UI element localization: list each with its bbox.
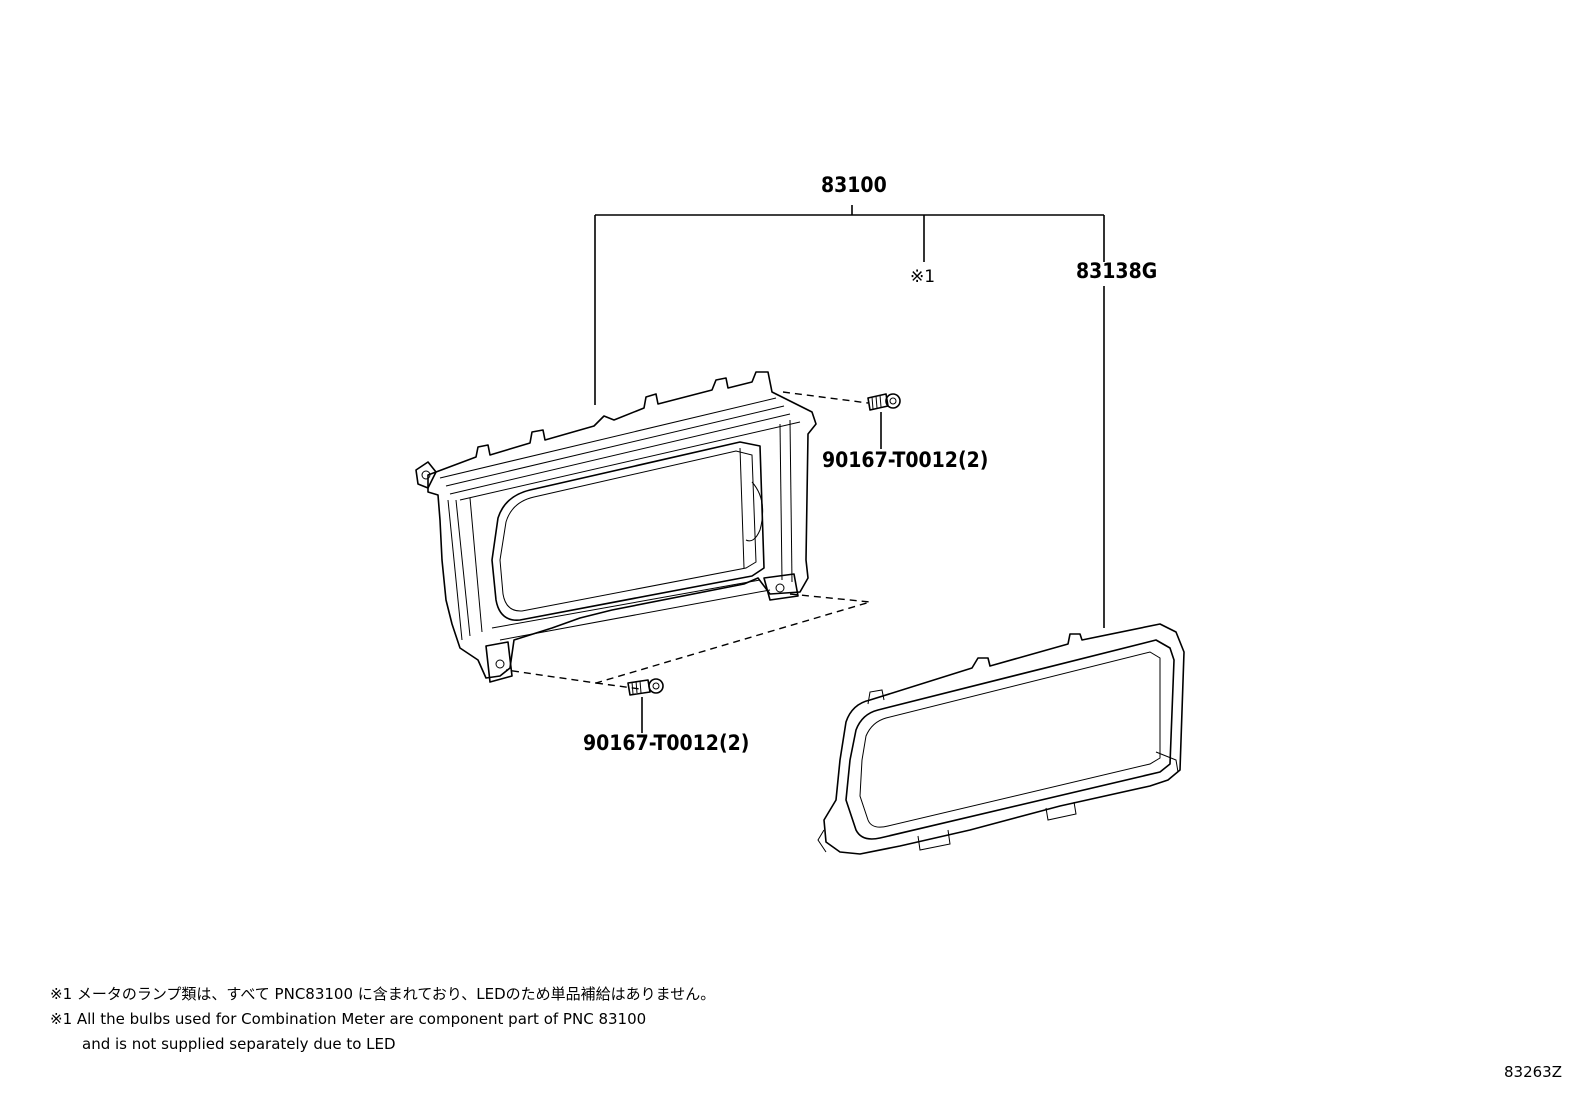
footnotes: ※1 メータのランプ類は、すべて PNC83100 に含まれており、LEDのため… [50,982,715,1057]
callout-glass-83138g[interactable]: 83138G [1076,259,1157,283]
callout-screw-lower[interactable]: 90167-T0012(2) [583,731,749,755]
screw-upper-icon[interactable] [867,393,901,411]
footnote-english-line2: and is not supplied separately due to LE… [82,1035,396,1053]
screw-lower-icon[interactable] [627,678,664,696]
callout-note-ref: ※1 [910,267,935,287]
callout-screw-upper[interactable]: 90167-T0012(2) [822,448,988,472]
diagram-code: 83263Z [1504,1063,1562,1081]
meter-glass[interactable] [817,623,1185,855]
installation-lines [505,391,871,690]
assembly-leader-bracket [594,205,1105,628]
footnote-english-line1: ※1 All the bulbs used for Combination Me… [50,1010,647,1028]
callout-assembly-83100[interactable]: 83100 [821,173,887,197]
meter-housing[interactable] [415,371,817,683]
footnote-japanese: ※1 メータのランプ類は、すべて PNC83100 に含まれており、LEDのため… [50,985,716,1003]
